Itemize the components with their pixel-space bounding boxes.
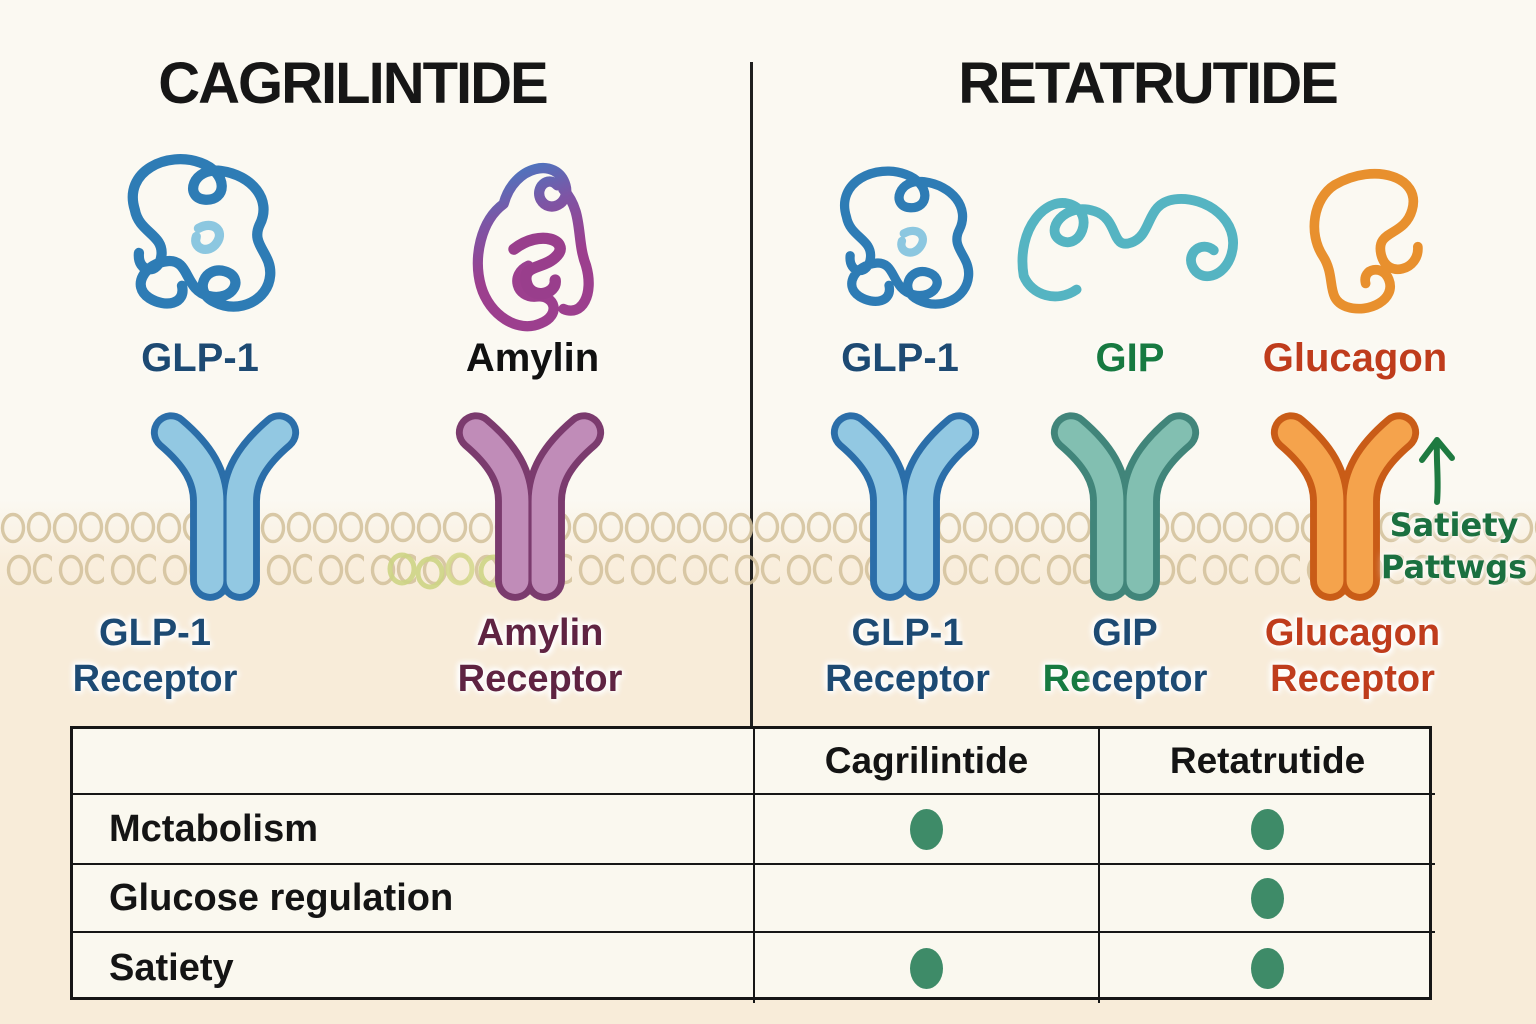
table-row-label: Satiety: [73, 931, 753, 1003]
receptor-label-gip: GIP Receptor: [1042, 612, 1208, 701]
gip-peptide-squiggle: [1017, 194, 1238, 302]
table-column-header-retatrutide: Retatrutide: [1098, 729, 1435, 793]
ligand-label-gip: GIP: [1095, 336, 1165, 380]
glp1-receptor-shape-left: [150, 412, 300, 601]
target-dot: [910, 947, 943, 989]
amylin-receptor-shape: [455, 412, 605, 601]
glucagon-receptor-shape: [1270, 412, 1420, 601]
table-target-cell: [1098, 793, 1435, 863]
table-target-cell: [1098, 931, 1435, 1003]
glucagon-peptide-squiggle: [1309, 168, 1423, 314]
receptor-label-amylin: Amylin Receptor: [457, 612, 623, 701]
table-corner-cell: [73, 729, 753, 793]
table-target-cell: [1098, 863, 1435, 931]
right-panel-title: RETATRUTIDE: [958, 51, 1339, 116]
target-dot: [910, 808, 943, 850]
table-row-label: Glucose regulation: [73, 863, 753, 931]
target-dot: [1251, 877, 1284, 919]
target-dot: [1251, 947, 1284, 989]
panel-divider-line: [750, 62, 753, 726]
table-column-header-cagrilintide: Cagrilintide: [753, 729, 1098, 793]
ligand-label-amylin: Amylin: [465, 336, 600, 380]
glp1-receptor-shape-right: [830, 412, 980, 601]
table-row-label: Mctabolism: [73, 793, 753, 863]
ligand-label-glucagon: Glucagon: [1262, 336, 1448, 380]
table-target-cell: [753, 793, 1098, 863]
gip-receptor-shape: [1050, 412, 1200, 601]
note-line-2: Pattwgs: [1380, 548, 1528, 587]
satiety-pathways-note: Satiety Pattwgs: [1372, 504, 1536, 588]
ligand-label-glp1-left: GLP-1: [141, 336, 259, 380]
left-panel-title: CAGRILINTIDE: [158, 51, 548, 116]
up-arrow-icon: [1419, 437, 1455, 505]
receptor-label-glp1-right: GLP-1 Receptor: [825, 612, 990, 701]
ligand-label-glp1-right: GLP-1: [841, 336, 959, 380]
note-line-1: Satiety: [1389, 506, 1519, 544]
receptor-label-glp1-left: GLP-1 Receptor: [72, 612, 238, 701]
receptor-label-glucagon: Glucagon Receptor: [1264, 612, 1441, 701]
glp1-peptide-squiggle-right: [840, 166, 974, 309]
target-dot: [1251, 808, 1284, 850]
table-target-cell: [753, 863, 1098, 931]
amylin-peptide-squiggle: [472, 163, 594, 332]
glp1-peptide-squiggle-left: [127, 154, 276, 312]
table-target-cell: [753, 931, 1098, 1003]
